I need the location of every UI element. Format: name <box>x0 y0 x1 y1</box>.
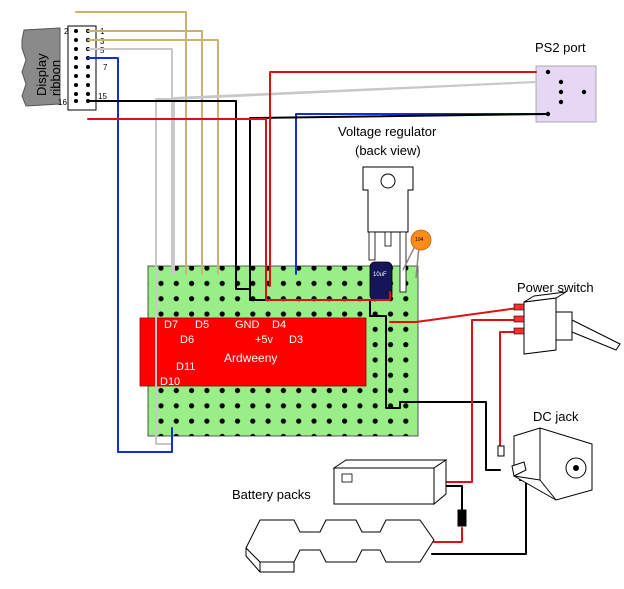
battery-packs: Battery packs <box>232 459 448 573</box>
pin-label-5v: +5v <box>255 334 274 346</box>
power-switch-label: Power switch <box>517 280 594 295</box>
ps2-port-label: PS2 port <box>535 40 586 55</box>
ceramic-capacitor-label: 104 <box>415 237 424 243</box>
electrolytic-capacitor-label: 10uF <box>373 272 387 278</box>
power-switch: Power switch <box>513 280 621 355</box>
ribbon-pin-15: 15 <box>98 92 107 101</box>
dc-jack-label: DC jack <box>533 409 579 424</box>
display-ribbon: Display ribbon 2 1 3 5 7 15 16 <box>21 25 108 111</box>
ps2-port: PS2 port <box>535 40 597 123</box>
ribbon-pin-2: 2 <box>64 27 69 36</box>
pin-label-d10: D10 <box>160 376 180 388</box>
electrolytic-capacitor <box>369 261 393 301</box>
battery-packs-label: Battery packs <box>232 487 311 502</box>
pin-label-d4: D4 <box>272 319 286 331</box>
ardweeny: D7 D5 GND D4 D6 +5v D3 Ardweeny D11 D10 <box>139 317 367 388</box>
pin-label-d6: D6 <box>180 334 194 346</box>
ribbon-pin-16: 16 <box>58 98 67 107</box>
display-ribbon-label-1: Display <box>34 53 49 96</box>
dc-jack: DC jack <box>497 409 593 501</box>
pin-label-d3: D3 <box>289 334 303 346</box>
voltage-regulator: Voltage regulator (back view) 104 10uF <box>338 124 437 301</box>
ardweeny-label: Ardweeny <box>224 351 277 365</box>
ribbon-pin-3: 3 <box>100 37 105 46</box>
ribbon-pin-7: 7 <box>103 63 108 72</box>
pin-label-d5: D5 <box>195 319 209 331</box>
voltage-regulator-label: Voltage regulator <box>338 124 437 139</box>
ceramic-capacitor <box>410 229 432 251</box>
pin-label-gnd: GND <box>235 319 260 331</box>
pin-label-d7: D7 <box>164 319 178 331</box>
pin-label-d11: D11 <box>176 361 195 373</box>
voltage-regulator-label-2: (back view) <box>355 143 421 158</box>
ribbon-pin-5: 5 <box>100 46 105 55</box>
display-ribbon-label-2: ribbon <box>48 60 63 96</box>
